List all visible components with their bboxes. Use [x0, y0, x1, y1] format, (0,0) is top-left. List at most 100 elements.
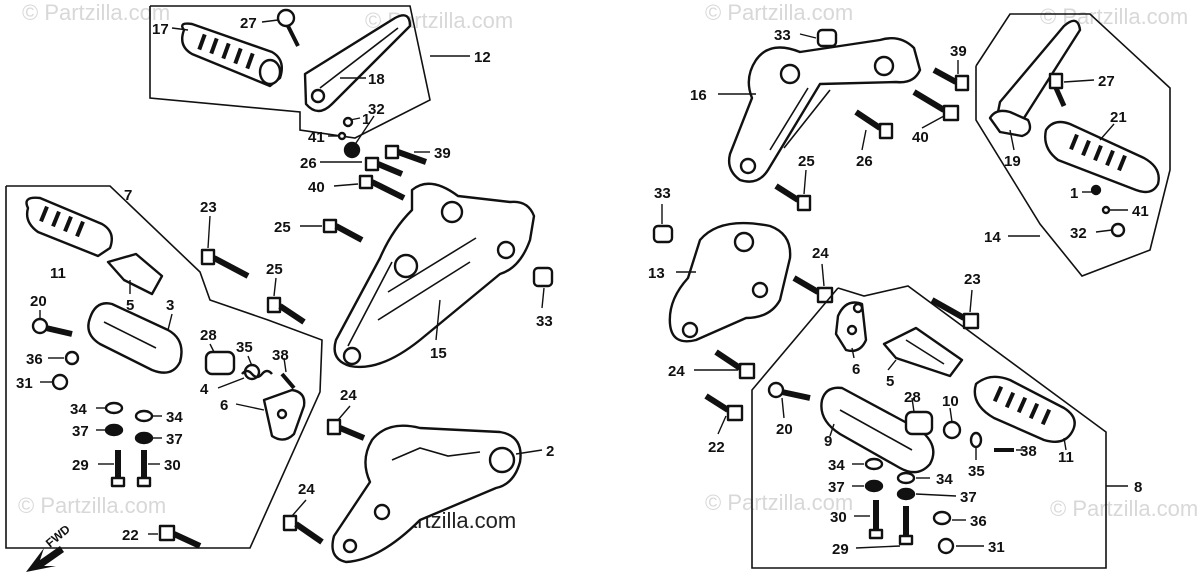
bracket-6-left — [262, 388, 306, 441]
peg-holder-3 — [87, 302, 183, 374]
callout-22: 22 — [122, 527, 139, 544]
callout-31: 31 — [988, 539, 1005, 556]
nut-32 — [343, 141, 361, 159]
watermark: © Partzilla.com — [1040, 4, 1188, 29]
callout-19: 19 — [1004, 153, 1021, 170]
callout-18: 18 — [368, 71, 385, 88]
callout-10: 10 — [942, 393, 959, 410]
callout-39: 39 — [434, 145, 451, 162]
watermark: © Partzilla.com — [1050, 496, 1198, 521]
collar-33-right-top — [816, 28, 838, 48]
washer-37-left-b — [134, 431, 154, 445]
callout-31: 31 — [16, 375, 33, 392]
ball-41 — [337, 131, 347, 141]
callout-12: 12 — [474, 49, 491, 66]
forward-direction-arrow: FWD — [26, 522, 73, 572]
bolt-24-left-b — [282, 514, 324, 545]
bolt-30-right — [868, 500, 884, 540]
group-outline-12 — [149, 5, 431, 139]
callout-5: 5 — [126, 297, 134, 314]
bolt-22-left — [158, 524, 202, 549]
callout-41: 41 — [308, 129, 325, 146]
callout-33: 33 — [774, 27, 791, 44]
callout-5: 5 — [886, 373, 894, 390]
watermark: © Partzilla.com — [22, 0, 170, 25]
clip-5-left — [106, 252, 164, 296]
callout-29: 29 — [72, 457, 89, 474]
leader-lines — [39, 19, 1128, 549]
bolt-27-right — [1048, 72, 1067, 108]
callout-23: 23 — [200, 199, 217, 216]
spring-1-right — [1090, 184, 1102, 196]
callout-25: 25 — [274, 219, 291, 236]
lower-bracket-2 — [331, 424, 522, 564]
callout-40: 40 — [912, 129, 929, 146]
passenger-peg-bracket-18 — [303, 14, 412, 113]
washer-37-right-b — [896, 487, 916, 501]
rider-footpeg-11-right — [973, 375, 1076, 443]
callout-41: 41 — [1132, 203, 1149, 220]
callout-3: 3 — [166, 297, 174, 314]
bolt-25-mid — [266, 296, 306, 325]
callout-38: 38 — [1020, 443, 1037, 460]
callout-34: 34 — [70, 401, 87, 418]
passenger-footpeg-21 — [1044, 120, 1160, 194]
pin-20-left — [31, 317, 73, 337]
main-bracket-15 — [333, 182, 536, 369]
callout-33: 33 — [536, 313, 553, 330]
watermark: © Partzilla.com — [705, 490, 853, 515]
callout-21: 21 — [1110, 109, 1127, 126]
callout-27: 27 — [240, 15, 257, 32]
pivot-pin-28-left — [204, 350, 236, 376]
group-outline-14 — [975, 13, 1171, 277]
bolt-29-left — [110, 450, 126, 488]
callout-25: 25 — [266, 261, 283, 278]
spring-4 — [241, 369, 273, 379]
callout-36: 36 — [970, 513, 987, 530]
callout-7: 7 — [124, 187, 132, 204]
collar-33-right-mid — [652, 224, 674, 244]
callout-11: 11 — [50, 265, 66, 282]
washer-35-right — [969, 431, 983, 449]
callout-32: 32 — [1070, 225, 1087, 242]
upper-bracket-16 — [727, 37, 922, 183]
part-10 — [942, 420, 962, 440]
callout-37: 37 — [960, 489, 977, 506]
callout-14: 14 — [984, 229, 1001, 246]
watermark: © Partzilla.com — [18, 493, 166, 518]
bolt-22-right — [704, 393, 744, 422]
bolt-25-top — [322, 218, 364, 243]
washer-34-left-a — [104, 401, 124, 415]
pin-20-right — [767, 381, 811, 401]
callout-29: 29 — [832, 541, 849, 558]
bolt-24-left-a — [326, 418, 366, 441]
callout-37: 37 — [166, 431, 183, 448]
callout-1: 1 — [1070, 185, 1078, 202]
bolt-39-left — [384, 144, 428, 165]
bolt-26-left — [364, 156, 404, 177]
callout-38: 38 — [272, 347, 289, 364]
bolt-29-right — [898, 506, 914, 546]
bolt-23-left — [200, 248, 250, 279]
callout-35: 35 — [236, 339, 253, 356]
callout-4: 4 — [200, 381, 209, 398]
group-outline-8 — [751, 285, 1107, 569]
callout-1: 1 — [362, 111, 370, 128]
callout-13: 13 — [648, 265, 665, 282]
plate-13 — [668, 221, 792, 343]
callout-20: 20 — [30, 293, 47, 310]
watermark: © Partzilla.com — [705, 0, 853, 25]
peg-holder-9 — [820, 386, 935, 474]
callout-24: 24 — [340, 387, 357, 404]
callout-11: 11 — [1058, 449, 1074, 466]
callout-40: 40 — [308, 179, 325, 196]
pin-38-left — [280, 372, 296, 390]
callout-labels: 17 27 12 18 1 32 41 26 39 40 7 23 25 11 … — [16, 15, 1149, 558]
callout-24: 24 — [812, 245, 829, 262]
callout-34: 34 — [828, 457, 845, 474]
fwd-label: FWD — [43, 522, 73, 551]
nut-31-right — [937, 537, 955, 555]
washer-34-right-b — [896, 471, 916, 485]
callout-37: 37 — [828, 479, 845, 496]
callout-35: 35 — [968, 463, 985, 480]
